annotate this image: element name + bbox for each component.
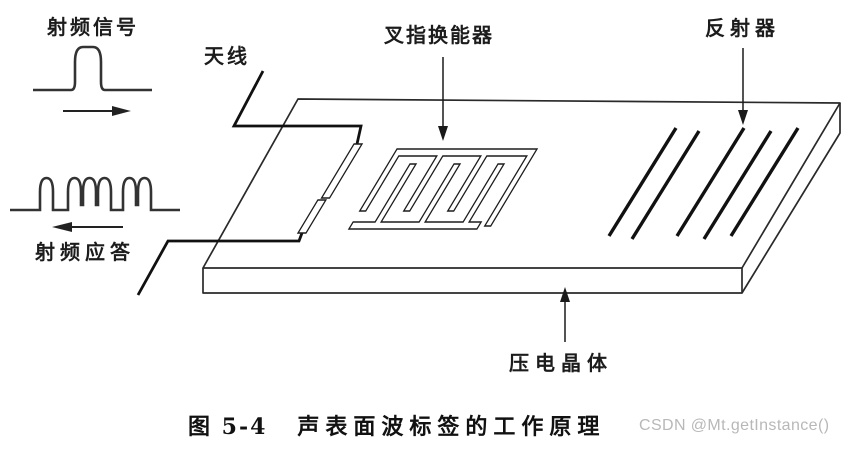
idt-pointer-down-arrow-icon [438, 57, 448, 141]
antenna-pad-upper [320, 143, 364, 199]
rf-signal-label: 射频信号 [47, 15, 139, 39]
idt-electrodes [347, 148, 539, 230]
reflector-pointer-down-arrow-icon [738, 48, 748, 125]
antenna-pad-lower [296, 199, 328, 234]
reflector-lines [607, 127, 800, 240]
rf-response-pulses [10, 176, 180, 212]
chip-body [202, 98, 841, 294]
piezo-pointer-up-arrow-icon [560, 287, 570, 342]
response-waveform [10, 176, 180, 212]
pulse-waveform [33, 45, 152, 92]
right-arrow-icon [63, 106, 131, 116]
reflector-line [675, 127, 746, 237]
chip-top-face [202, 98, 841, 269]
figure-caption: 图 5-4 声表面波标签的工作原理 [188, 409, 605, 441]
reflector-line [729, 127, 800, 237]
figure-title: 声表面波标签的工作原理 [297, 414, 606, 440]
watermark: CSDN @Mt.getInstance() [639, 417, 830, 434]
antenna-wire-upper [231, 70, 363, 145]
rf-response-label: 射频应答 [35, 240, 135, 264]
antenna-label: 天线 [204, 44, 250, 68]
left-arrow-icon [52, 222, 123, 232]
reflector-label: 反射器 [705, 16, 780, 40]
idt-label: 叉指换能器 [384, 23, 494, 47]
reflector-line [607, 127, 678, 237]
antenna-wire-lower [136, 232, 304, 296]
piezo-crystal-label: 压电晶体 [509, 351, 613, 375]
idt-comb-top [358, 148, 539, 227]
reflector-line [630, 130, 701, 240]
idt-comb-bottom [347, 163, 506, 230]
reflector-line [702, 130, 773, 240]
antenna-wire [136, 70, 363, 296]
figure-number: 图 5-4 [188, 414, 268, 440]
antenna-pads [296, 143, 364, 234]
rf-signal-pulse [33, 45, 152, 92]
